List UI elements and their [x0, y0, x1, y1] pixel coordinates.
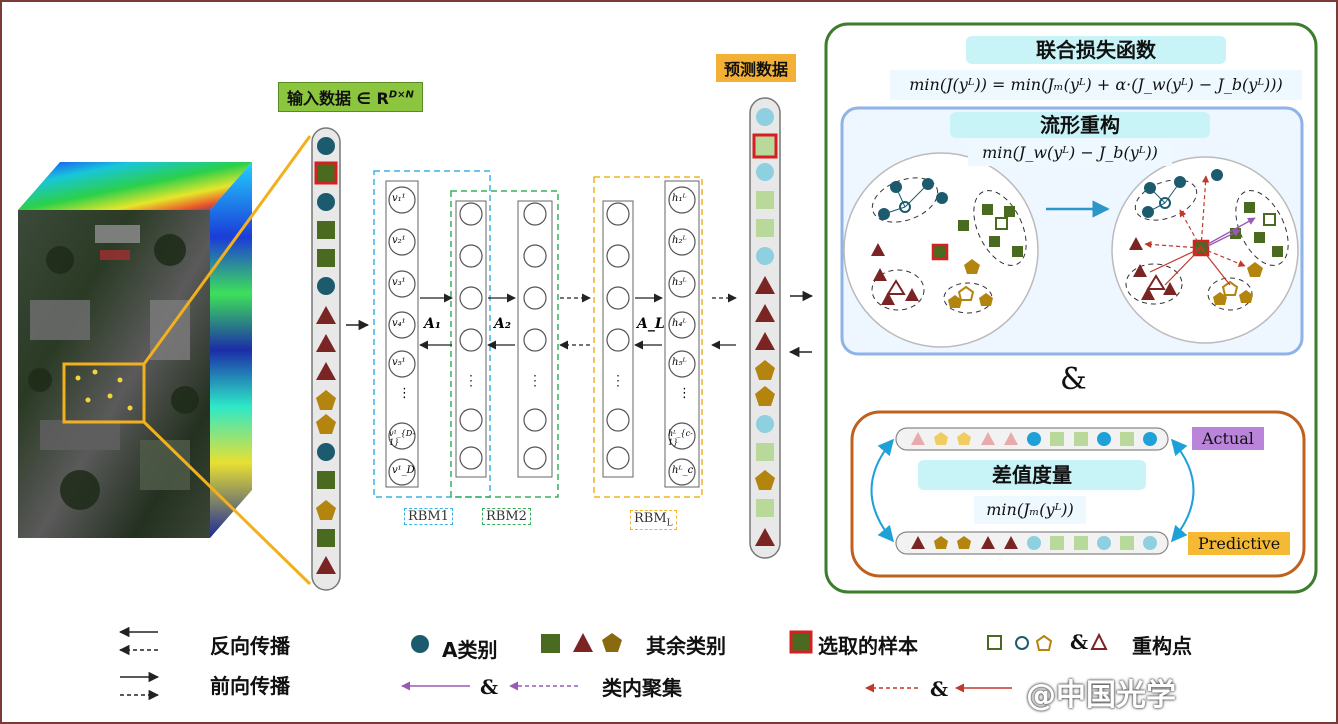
joint-loss-title: 联合损失函数: [966, 36, 1226, 64]
compare-arrow-right: [1170, 438, 1195, 543]
projection-line-top: [142, 135, 312, 365]
actual-label: Actual: [1192, 427, 1264, 450]
hidden-unit-circles: [459, 202, 630, 470]
weight-a2-label: A₂: [494, 316, 511, 332]
legend-recon-amp: &: [1070, 630, 1089, 654]
legend-pentagon-icon: [602, 633, 622, 652]
legend-class-a-label: A类别: [442, 638, 498, 662]
rbm-arrows: [419, 293, 737, 350]
legend-recon-triangle-icon: [1090, 632, 1108, 650]
manifold-title: 流形重构: [950, 112, 1210, 138]
predicted-bar-samples: [911, 536, 1157, 550]
legend-other-classes-label: 其余类别: [646, 634, 726, 658]
legend-forward-label: 前向传播: [210, 674, 290, 698]
predicted-column-samples: [752, 108, 778, 546]
selected-region-dots: [75, 369, 133, 411]
svg-text:⋮: ⋮: [611, 373, 625, 389]
legend-red-amp: &: [930, 677, 949, 701]
input-data-label: 输入数据 ∈ RD×N: [278, 82, 423, 112]
legend-square-icon: [541, 634, 560, 653]
legend-selected-icon: [789, 630, 813, 654]
compare-arrow-left: [870, 438, 895, 543]
weight-al-label: A_L: [637, 316, 665, 332]
input-column-samples: [314, 137, 338, 574]
legend-selected-label: 选取的样本: [818, 634, 918, 658]
difference-measure-title: 差值度量: [918, 460, 1146, 490]
legend-arrows: [118, 626, 160, 701]
difference-formula: min(Jₘ(yᴸ)): [974, 496, 1086, 524]
joint-loss-formula: min(J(yᴸ)) = min(Jₘ(yᴸ) + α·(J_w(yᴸ) − J…: [890, 70, 1302, 100]
predicted-data-label: 预测数据: [716, 54, 797, 82]
visible-unit-circles: [388, 186, 696, 486]
legend-purple-amp: &: [480, 675, 499, 699]
predictive-label: Predictive: [1188, 532, 1291, 555]
legend-class-a-icon: [411, 635, 429, 653]
cube-side-face: [210, 162, 252, 538]
rbm2-dashed-box: [450, 190, 559, 498]
legend-backward-label: 反向传播: [210, 634, 290, 658]
rbml-label: RBML: [630, 510, 677, 530]
rbm2-label: RBM2: [482, 508, 531, 525]
weight-a1-label: A₁: [424, 316, 441, 332]
rbm1-dashed-box: [373, 170, 491, 498]
svg-text:⋮: ⋮: [464, 373, 478, 389]
legend-recon-square-icon: [987, 635, 1002, 650]
cube-top-face: [18, 162, 252, 210]
actual-bar-samples: [911, 432, 1157, 446]
legend-triangle-icon: [573, 633, 593, 652]
rbml-dashed-box: [593, 176, 703, 498]
manifold-before-points: [871, 177, 1027, 314]
rbm1-label: RBM1: [404, 508, 453, 525]
svg-text:⋮: ⋮: [528, 373, 542, 389]
legend-intra-cluster-label: 类内聚集: [602, 676, 682, 700]
legend-reconstruct-label: 重构点: [1132, 634, 1192, 658]
legend-recon-circle-icon: [1015, 636, 1029, 650]
legend-recon-pentagon-icon: [1035, 634, 1053, 651]
ampersand-separator: &: [1060, 362, 1087, 397]
projection-line-bottom: [142, 420, 312, 586]
vertical-ellipses: ⋮ ⋮ ⋮: [464, 373, 625, 389]
manifold-formula: min(J_w(yᴸ) − J_b(yᴸ)): [968, 140, 1172, 166]
manifold-after-points: [1125, 169, 1289, 311]
selected-region-box: [62, 362, 146, 424]
watermark-logo: @中国光学: [1026, 678, 1176, 713]
